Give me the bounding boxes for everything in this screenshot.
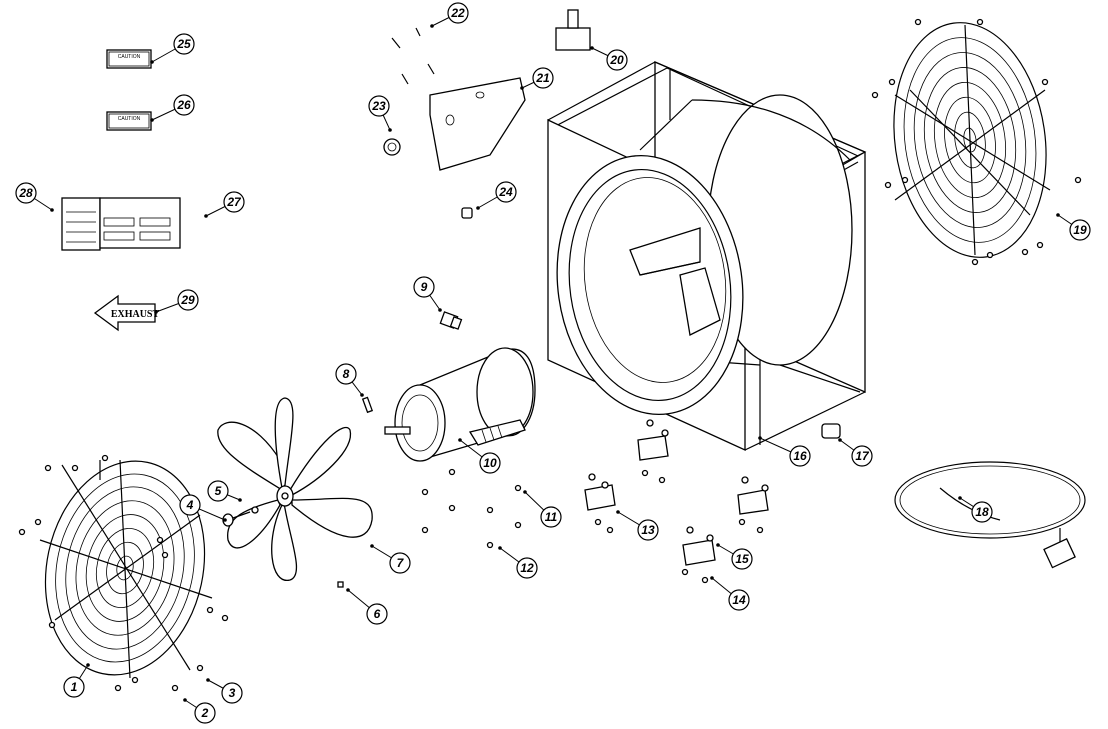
callout-25: 25 xyxy=(150,33,195,64)
exhaust-arrow: EXHAUST xyxy=(93,294,160,332)
callout-26: 26 xyxy=(150,94,195,122)
power-cord xyxy=(894,461,1086,569)
callout-number: 29 xyxy=(180,293,195,307)
callout-number: 23 xyxy=(371,99,386,113)
callout-number: 8 xyxy=(343,367,350,381)
callout-number: 4 xyxy=(186,498,194,512)
svg-text:CAUTION: CAUTION xyxy=(118,54,141,60)
callout-number: 19 xyxy=(1073,223,1087,237)
callout-1: 1 xyxy=(63,663,90,698)
callout-number: 1 xyxy=(71,680,78,694)
callout-23: 23 xyxy=(368,95,392,132)
callout-number: 20 xyxy=(609,53,624,67)
motor xyxy=(384,347,536,462)
decal-labels-27-28 xyxy=(61,197,181,251)
callout-7: 7 xyxy=(370,544,411,574)
callout-27: 27 xyxy=(204,191,245,218)
callout-4: 4 xyxy=(179,494,227,522)
caution-label-25: CAUTION xyxy=(106,49,152,69)
callout-number: 17 xyxy=(855,449,870,463)
callout-number: 6 xyxy=(374,607,381,621)
callout-9: 9 xyxy=(413,276,442,312)
callout-number: 24 xyxy=(498,185,513,199)
callout-number: 10 xyxy=(483,456,497,470)
callout-number: 5 xyxy=(215,484,222,498)
callout-2: 2 xyxy=(183,698,216,724)
callout-number: 12 xyxy=(520,561,534,575)
callout-number: 9 xyxy=(421,280,428,294)
callout-number: 22 xyxy=(450,6,465,20)
svg-text:EXHAUST: EXHAUST xyxy=(111,309,160,320)
small-parts xyxy=(222,9,841,588)
callout-number: 2 xyxy=(201,706,209,720)
callout-number: 11 xyxy=(545,510,558,524)
callout-number: 16 xyxy=(793,449,807,463)
callout-28: 28 xyxy=(15,182,54,212)
callout-number: 7 xyxy=(397,556,405,570)
callout-number: 15 xyxy=(735,552,749,566)
callout-14: 14 xyxy=(710,576,750,611)
fan-blade xyxy=(217,397,373,581)
callout-number: 25 xyxy=(176,37,191,51)
caution-label-26: CAUTION xyxy=(106,111,152,131)
callout-18: 18 xyxy=(958,496,993,523)
callout-5: 5 xyxy=(207,480,242,502)
callout-19: 19 xyxy=(1056,213,1091,241)
callout-20: 20 xyxy=(590,46,628,71)
callout-number: 21 xyxy=(535,71,550,85)
callout-number: 27 xyxy=(226,195,242,209)
callout-29: 29 xyxy=(154,289,199,314)
callout-12: 12 xyxy=(498,546,538,579)
callout-22: 22 xyxy=(430,2,469,28)
callout-number: 28 xyxy=(18,186,33,200)
fan-housing xyxy=(547,61,867,452)
callout-number: 18 xyxy=(975,505,989,519)
callout-8: 8 xyxy=(335,363,364,397)
guard-screws xyxy=(18,18,1082,692)
svg-text:CAUTION: CAUTION xyxy=(118,116,141,122)
callout-15: 15 xyxy=(716,543,753,570)
front-fan-guard xyxy=(39,459,213,679)
callout-13: 13 xyxy=(616,510,659,541)
callout-6: 6 xyxy=(346,588,388,625)
callout-24: 24 xyxy=(476,181,517,210)
callout-16: 16 xyxy=(758,436,811,467)
callout-21: 21 xyxy=(520,67,554,90)
callout-11: 11 xyxy=(523,490,562,528)
callout-17: 17 xyxy=(838,438,873,467)
callout-10: 10 xyxy=(458,438,501,474)
callout-3: 3 xyxy=(206,678,243,704)
callout-number: 26 xyxy=(176,98,191,112)
callout-number: 3 xyxy=(229,686,236,700)
callout-number: 14 xyxy=(732,593,746,607)
rear-fan-guard xyxy=(893,22,1051,258)
callout-number: 13 xyxy=(641,523,655,537)
